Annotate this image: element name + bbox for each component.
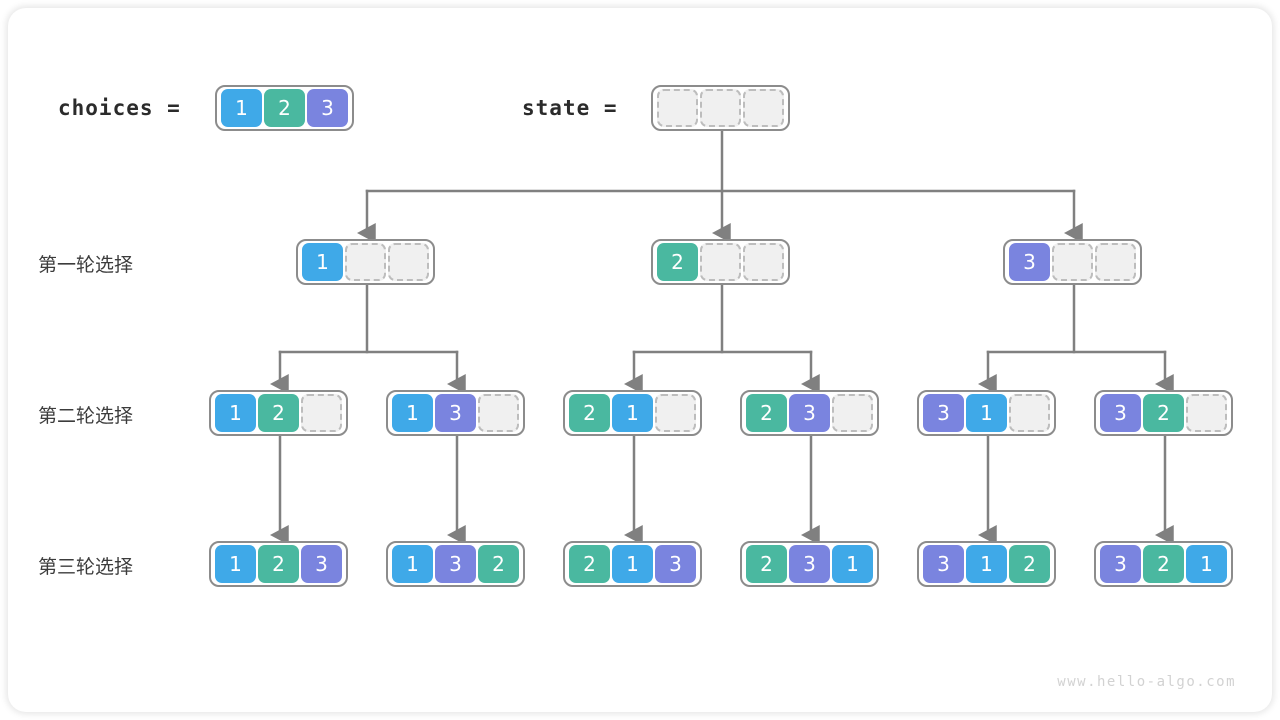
array-cell-value: 3: [1100, 545, 1141, 583]
array-cell-value: 2: [746, 394, 787, 432]
array-cell-empty: [1095, 243, 1136, 281]
tree-node-l1-2: 2: [651, 239, 790, 285]
row-label-2: 第二轮选择: [38, 405, 134, 427]
array-cell-empty: [345, 243, 386, 281]
array-cell-value: 1: [392, 394, 433, 432]
array-cell-empty: [700, 243, 741, 281]
array-cell-value: 3: [789, 394, 830, 432]
array-cell-value: 1: [1186, 545, 1227, 583]
array-cell-value: 1: [966, 545, 1007, 583]
array-cell-value: 2: [258, 394, 299, 432]
array-cell-empty: [478, 394, 519, 432]
array-cell-empty: [655, 394, 696, 432]
array-cell-value: 2: [478, 545, 519, 583]
array-cell-value: 1: [221, 89, 262, 127]
row-label-1: 第一轮选择: [38, 254, 134, 276]
state-array-root: [651, 85, 790, 131]
choices-label: choices =: [58, 96, 181, 120]
state-label: state =: [522, 96, 618, 120]
array-cell-value: 2: [258, 545, 299, 583]
tree-node-l1-3: 3: [1003, 239, 1142, 285]
array-cell-value: 2: [569, 394, 610, 432]
array-cell-value: 1: [832, 545, 873, 583]
array-cell-value: 1: [302, 243, 343, 281]
array-cell-value: 2: [1143, 394, 1184, 432]
array-cell-value: 1: [966, 394, 1007, 432]
array-cell-value: 3: [435, 545, 476, 583]
array-cell-value: 1: [612, 394, 653, 432]
array-cell-value: 2: [1143, 545, 1184, 583]
array-cell-value: 3: [923, 545, 964, 583]
array-cell-value: 2: [264, 89, 305, 127]
array-cell-empty: [1186, 394, 1227, 432]
watermark: www.hello-algo.com: [1057, 674, 1236, 690]
array-cell-value: 3: [789, 545, 830, 583]
array-cell-value: 3: [1100, 394, 1141, 432]
array-cell-empty: [743, 89, 784, 127]
array-cell-value: 1: [392, 545, 433, 583]
array-cell-empty: [700, 89, 741, 127]
array-cell-value: 3: [301, 545, 342, 583]
array-cell-empty: [388, 243, 429, 281]
array-cell-value: 2: [569, 545, 610, 583]
array-cell-value: 1: [215, 545, 256, 583]
array-cell-empty: [657, 89, 698, 127]
array-cell-value: 2: [657, 243, 698, 281]
array-cell-empty: [1009, 394, 1050, 432]
array-cell-value: 2: [746, 545, 787, 583]
array-cell-empty: [1052, 243, 1093, 281]
array-cell-value: 3: [923, 394, 964, 432]
array-cell-empty: [301, 394, 342, 432]
tree-node-l1-1: 1: [296, 239, 435, 285]
array-cell-value: 3: [435, 394, 476, 432]
array-cell-empty: [832, 394, 873, 432]
array-cell-value: 1: [215, 394, 256, 432]
row-label-3: 第三轮选择: [38, 556, 134, 578]
array-cell-value: 3: [655, 545, 696, 583]
array-cell-value: 3: [1009, 243, 1050, 281]
array-cell-value: 1: [612, 545, 653, 583]
array-cell-empty: [743, 243, 784, 281]
array-cell-value: 2: [1009, 545, 1050, 583]
array-cell-value: 3: [307, 89, 348, 127]
